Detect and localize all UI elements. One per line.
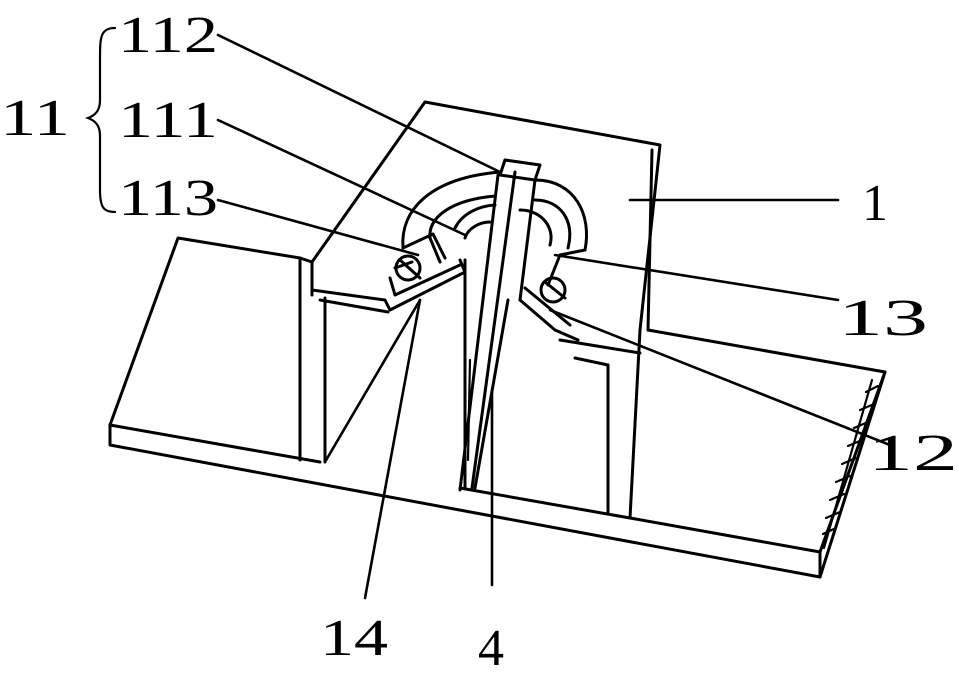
label-111: 111 xyxy=(118,92,218,149)
left-clamp xyxy=(310,232,467,312)
housing-body xyxy=(298,100,662,520)
base-plate xyxy=(108,236,887,579)
leader-12 xyxy=(548,308,892,447)
curved-clip xyxy=(401,170,588,287)
leader-lines xyxy=(216,33,892,600)
label-4: 4 xyxy=(478,620,504,674)
leader-111 xyxy=(216,118,467,237)
label-112: 112 xyxy=(118,7,218,64)
right-clamp xyxy=(518,276,580,342)
label-1: 1 xyxy=(862,175,888,232)
leader-13 xyxy=(553,253,840,302)
brace-11 xyxy=(84,26,117,214)
label-113: 113 xyxy=(118,170,218,227)
leader-113 xyxy=(216,198,420,257)
central-blade xyxy=(458,158,542,492)
leader-14-b xyxy=(323,298,422,464)
label-11: 11 xyxy=(0,90,70,147)
labels: 11 112 111 113 1 13 12 14 4 xyxy=(0,7,958,674)
label-13: 13 xyxy=(838,290,928,347)
leader-112 xyxy=(216,33,502,174)
label-14: 14 xyxy=(320,610,388,667)
label-12: 12 xyxy=(868,425,958,482)
leader-14-a xyxy=(363,298,422,600)
